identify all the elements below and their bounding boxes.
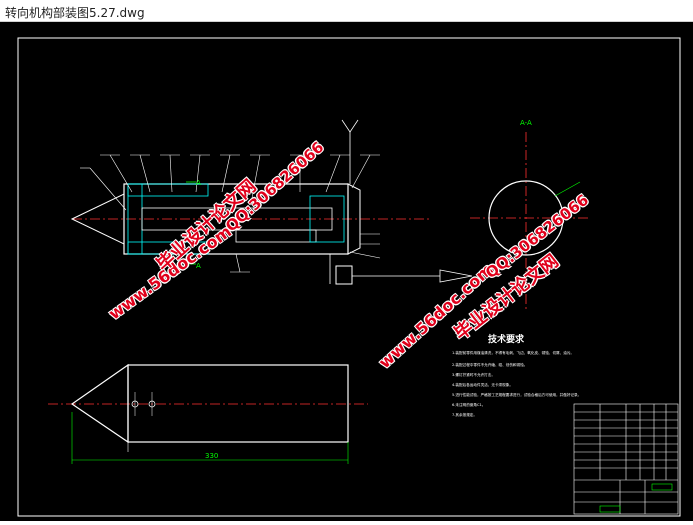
leader-lines <box>80 154 381 273</box>
bearing-block <box>309 195 345 243</box>
inner-gear <box>235 229 317 243</box>
window-titlebar: 转向机构部装图5.27.dwg <box>0 0 693 22</box>
tech-req-line-2: 2.装配过程中零件不允许磕、碰、划伤和锈蚀。 <box>452 362 527 367</box>
section-label: A-A <box>520 119 532 127</box>
tech-req-line-1: 1.装配前零件用煤油清洗，不得有毛刺、飞边、氧化皮、锈蚀、切屑、油污。 <box>452 350 574 355</box>
view-direction-y <box>341 119 359 133</box>
cad-drawing: A A A-A <box>17 37 681 517</box>
assembly-section-view: A A <box>70 119 473 285</box>
section-mark-bottom: A <box>196 262 201 270</box>
tech-req-title: 技术要求 <box>488 333 525 345</box>
tech-req-line-6: 6.未注明的倒角C1。 <box>452 402 485 407</box>
elevation-view: 330 <box>48 363 368 464</box>
tech-req-line-3: 3.螺钉拧紧时不允许打击。 <box>452 372 495 377</box>
circle-section-view: A-A <box>470 119 590 312</box>
projection-arrow <box>439 269 473 283</box>
connector-box <box>335 265 353 285</box>
tech-req-line-4: 4.装配后各运动件灵活，无卡滞现象。 <box>452 382 513 387</box>
dimension-value: 330 <box>205 452 218 460</box>
window-title: 转向机构部装图5.27.dwg <box>5 6 145 20</box>
elevation-body <box>127 364 349 443</box>
technical-requirements: 技术要求 1.装配前零件用煤油清洗，不得有毛刺、飞边、氧化皮、锈蚀、切屑、油污。… <box>452 333 581 417</box>
right-cap <box>347 183 361 255</box>
tech-req-line-5: 5.进行性能试验，严格按工艺规程要求进行，试验合格后方可使用，并做好记录。 <box>452 392 581 397</box>
elevation-tip <box>70 363 129 444</box>
tech-req-line-7: 7.其余按规定。 <box>452 412 477 417</box>
title-block <box>573 403 679 515</box>
cad-drawing-canvas[interactable]: A A A-A <box>0 22 693 521</box>
section-mark-top: A <box>196 179 201 187</box>
drawing-border <box>17 37 681 517</box>
section-circle <box>488 180 564 256</box>
